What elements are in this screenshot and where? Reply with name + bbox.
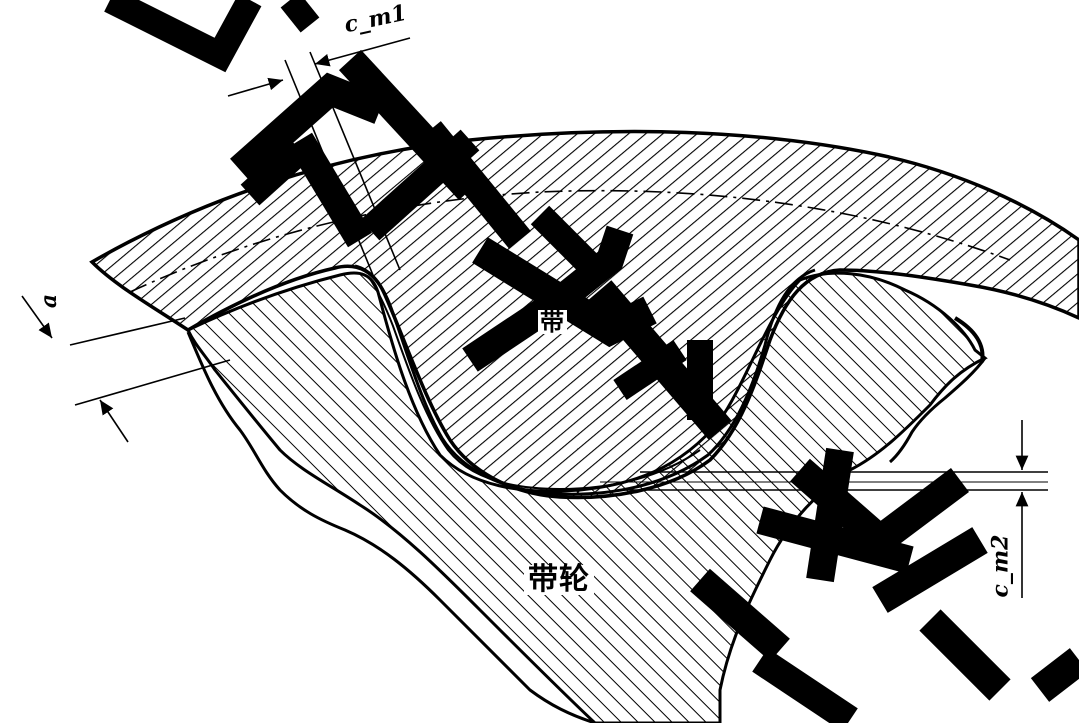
a-arrow-top	[21, 295, 53, 339]
pulley-label: 带轮	[524, 565, 594, 595]
belt-pitch-line	[129, 189, 1011, 293]
belt-groove-inner-line	[367, 275, 701, 491]
cm1-arrow-left	[227, 77, 284, 97]
watermark-strokes	[104, 0, 1079, 723]
pulley-break-line	[186, 331, 596, 723]
a-arrow-bottom	[99, 399, 129, 443]
a-label: a	[36, 289, 62, 313]
belt-groove-outline	[354, 264, 816, 496]
cm1-arrow-right	[314, 37, 411, 67]
a-ref-line-top	[69, 317, 186, 346]
belt-label: 带	[538, 308, 567, 336]
right-groove-curve	[953, 316, 985, 363]
cm2-label: c_m2	[987, 530, 1013, 602]
a-ref-line-bottom	[74, 359, 231, 406]
pulley-break-line-right	[888, 357, 987, 464]
